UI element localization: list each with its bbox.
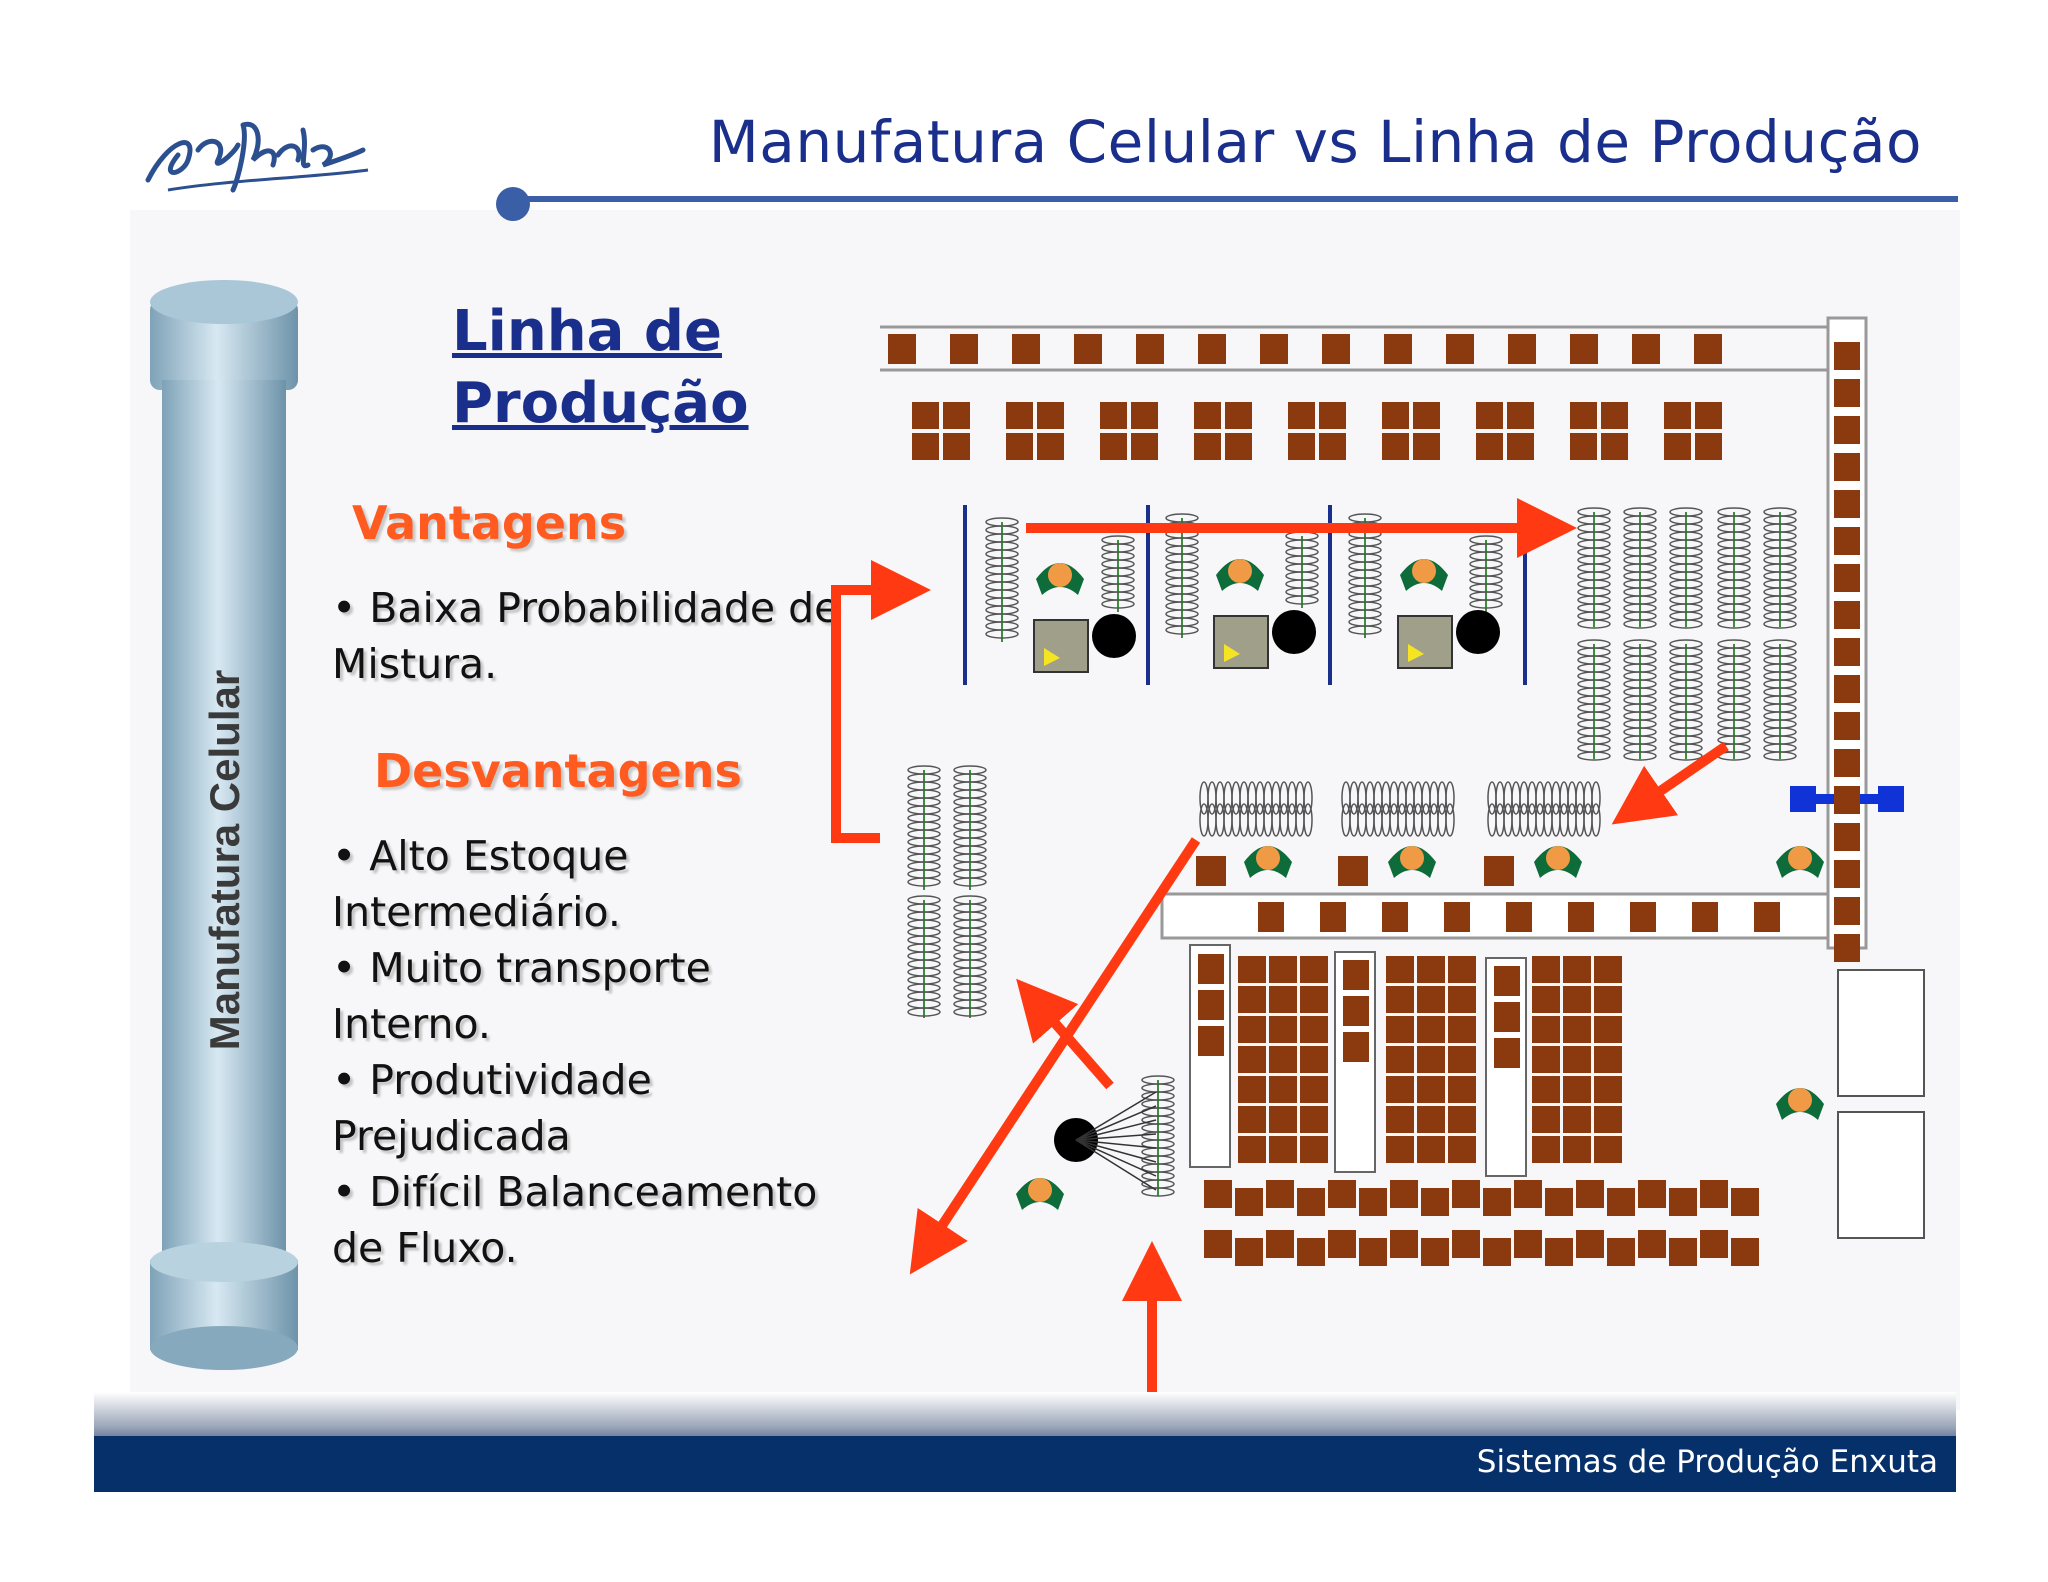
footer-shade (94, 1392, 1956, 1442)
pillar-graphic (150, 280, 298, 1370)
list-item: • Produtividade (332, 1056, 652, 1104)
list-item: • Difícil Balanceamento (332, 1168, 818, 1216)
footer-bar (94, 1436, 1956, 1492)
list-item: • Alto Estoque (332, 832, 629, 880)
list-item: Mistura. (332, 640, 498, 688)
advantages-list: • Baixa Probabilidade de Mistura. (332, 580, 839, 692)
pillar-label: Manufatura Celular (201, 669, 248, 1051)
advantages-title: Vantagens (352, 496, 627, 550)
footer-text: Sistemas de Produção Enxuta (1476, 1444, 1938, 1480)
sao-judas-logo (145, 121, 369, 193)
slide-title: Manufatura Celular vs Linha de Produção (708, 108, 1922, 176)
disadvantages-list: • Alto Estoque Intermediário. • Muito tr… (332, 828, 817, 1276)
list-item: • Baixa Probabilidade de (332, 584, 840, 632)
heading-line-1: Linha de (452, 299, 722, 364)
list-item: Interno. (332, 1000, 491, 1048)
section-heading: Linha de Produção (452, 296, 749, 440)
heading-line-2: Produção (452, 371, 749, 436)
title-underline (500, 196, 1958, 202)
list-item: • Muito transporte (332, 944, 711, 992)
disadvantages-title: Desvantagens (374, 744, 742, 798)
title-bullet-dot (496, 187, 530, 221)
list-item: Intermediário. (332, 888, 621, 936)
list-item: de Fluxo. (332, 1224, 518, 1272)
list-item: Prejudicada (332, 1112, 571, 1160)
